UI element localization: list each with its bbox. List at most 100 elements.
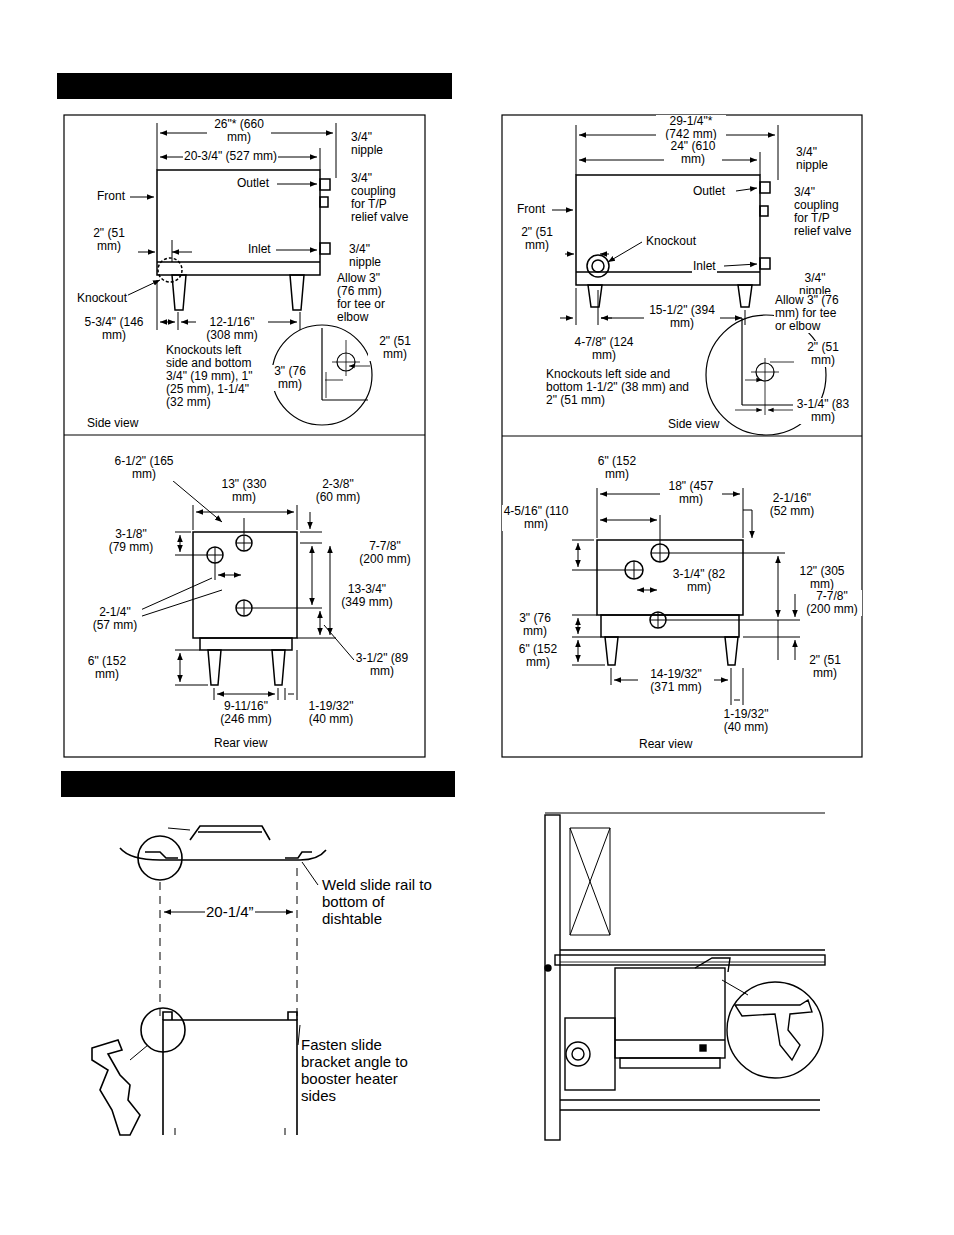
panel-frame	[64, 434, 425, 435]
dimension-line	[578, 618, 579, 634]
dimension-line	[330, 546, 331, 635]
dimension-line	[136, 590, 222, 618]
heater-side-view	[760, 182, 770, 193]
dimension-line	[598, 290, 599, 325]
heater-rear-view	[272, 650, 285, 685]
dimension-label: 3/4" coupling for T/P relief valve	[793, 186, 857, 238]
dimension-label: Inlet	[692, 260, 717, 273]
detail-circle	[325, 380, 343, 381]
heater-side-view	[158, 258, 182, 282]
dimension-label: 1-19/32" (40 mm)	[714, 708, 778, 734]
dimension-label: 15-1/2" (394 mm)	[644, 304, 720, 330]
slide-rail-drawing	[163, 1012, 172, 1020]
dimension-line	[660, 544, 661, 562]
heater-side-view	[576, 271, 760, 273]
dimension-line	[320, 611, 321, 635]
dimension-line	[324, 625, 354, 660]
dimension-line	[743, 488, 744, 538]
heater-side-view	[587, 255, 609, 277]
dimension-label: 7-7/8" (200 mm)	[802, 590, 862, 616]
slide-rail-drawing	[145, 852, 178, 858]
slide-rail-drawing	[130, 1045, 148, 1060]
dimension-label: 9-11/16" (246 mm)	[212, 700, 280, 726]
dimension-line	[572, 570, 625, 571]
dimension-line	[297, 650, 298, 700]
dimension-label: Allow 3" (76 mm) for tee or elbow	[336, 272, 398, 324]
dimension-line	[136, 252, 155, 253]
heater-side-view	[320, 179, 330, 190]
dimension-line	[320, 148, 321, 170]
slide-rail-drawing	[297, 868, 298, 1018]
dimension-line	[175, 650, 200, 651]
dimension-line	[172, 252, 192, 253]
heater-side-view	[760, 258, 770, 269]
dimension-label: 12-1/16" (308 mm)	[196, 316, 268, 342]
dimension-line	[130, 197, 154, 198]
dimension-label: Rear view	[213, 737, 268, 750]
detail-circle	[322, 399, 368, 400]
dimension-label: Rear view	[638, 738, 693, 751]
header-bar	[57, 73, 452, 99]
heater-side-view	[157, 170, 330, 310]
dimension-line	[637, 590, 657, 591]
detail-circle	[332, 362, 360, 363]
dimension-line	[214, 688, 215, 700]
dimension-label: 5-3/4" (146 mm)	[80, 316, 148, 342]
heater-side-view	[576, 175, 760, 285]
dimension-label: 12" (305 mm)	[792, 565, 852, 591]
dimension-line	[608, 242, 642, 262]
dishtable-drawing	[560, 1109, 820, 1110]
dimension-line	[552, 210, 573, 211]
dimension-line	[572, 488, 800, 705]
dimension-line	[560, 318, 573, 319]
heater-rear-view	[236, 535, 252, 551]
dimension-line	[175, 685, 208, 686]
dimension-line	[180, 653, 181, 682]
dishtable-drawing	[560, 949, 825, 950]
heater-side-view	[760, 206, 768, 216]
detail-circle	[745, 380, 762, 381]
dimension-line	[658, 612, 659, 628]
dimension-line	[552, 125, 778, 325]
dimension-label: Knockout	[645, 235, 697, 248]
dimension-line	[215, 547, 216, 563]
dishtable-drawing	[545, 813, 825, 1140]
dishtable-drawing	[545, 815, 560, 1140]
dishtable-drawing	[620, 1058, 720, 1068]
dimension-line	[244, 518, 245, 534]
dimension-line	[175, 555, 207, 556]
dishtable-drawing	[735, 1000, 812, 1060]
dimension-label: Knockout	[76, 292, 128, 305]
dimension-line	[157, 280, 158, 330]
heater-rear-view	[208, 650, 221, 685]
dimension-line	[312, 546, 313, 605]
panel-frame	[502, 115, 862, 757]
heater-side-view	[320, 197, 328, 207]
dimension-line	[578, 543, 579, 567]
dimension-line	[666, 620, 800, 621]
slide-rail-drawing	[288, 1012, 297, 1020]
dimension-line	[218, 575, 241, 576]
dimension-label: 6" (152 mm)	[80, 655, 134, 681]
dimension-line	[778, 556, 779, 617]
dimension-line	[601, 318, 612, 319]
dimension-label: 2" (51 mm)	[794, 341, 852, 367]
dimension-line	[136, 578, 212, 612]
dimension-label: 2-1/4" (57 mm)	[88, 606, 142, 632]
dimension-label: 18" (457 mm)	[660, 480, 722, 506]
dimension-label: 26"* (660 mm)	[207, 118, 271, 144]
dimension-label: 4-7/8" (124 mm)	[570, 336, 638, 362]
slide-rail-drawing	[302, 862, 318, 885]
dimension-line	[297, 638, 336, 639]
dimension-line	[277, 184, 317, 185]
heater-side-view	[157, 261, 320, 263]
dimension-line	[743, 668, 744, 705]
dimension-label: 6" (152 mm)	[584, 455, 650, 481]
dimension-line	[160, 322, 175, 323]
dimension-label: 13" (330 mm)	[212, 478, 276, 504]
dimension-label: 29-1/4"* (742 mm)	[656, 115, 726, 141]
dimension-line	[215, 563, 216, 580]
dimension-line	[288, 694, 294, 695]
dimension-label: 7-7/8" (200 mm)	[356, 540, 414, 566]
dimension-line	[193, 505, 194, 530]
